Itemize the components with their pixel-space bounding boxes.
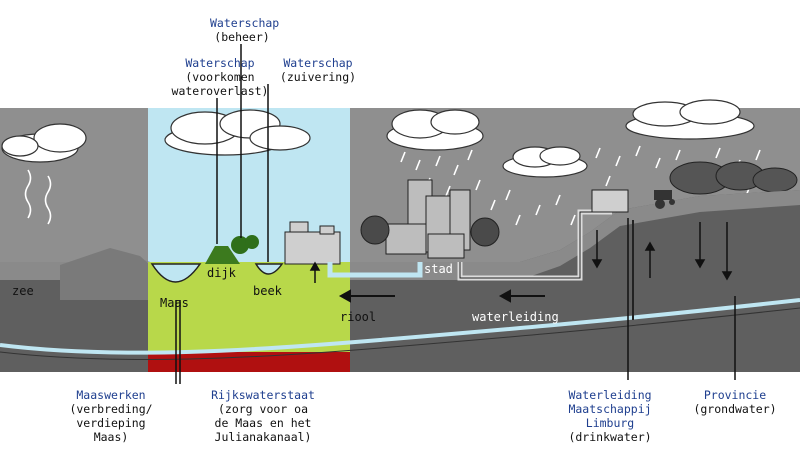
label-waterschap-zuivering: Waterschap (zuivering) [274, 56, 362, 84]
label-stad: stad [424, 262, 453, 276]
horizontal-arrows [338, 289, 545, 303]
label-org: Waterschap [185, 56, 255, 70]
leader-lines [175, 44, 736, 384]
green-bushes [231, 235, 259, 254]
label-org: Waterschap [283, 56, 353, 70]
cloud-right-small [502, 146, 588, 178]
cloud-right [625, 99, 755, 140]
label-provincie: Provincie (grondwater) [688, 388, 782, 416]
label-waterschap-beheer: Waterschap (beheer) [210, 16, 280, 44]
beek-stream [254, 263, 284, 275]
label-desc: (grondwater) [693, 402, 777, 416]
label-zee: zee [12, 284, 34, 298]
pumping-station [591, 189, 629, 213]
evaporation [24, 169, 52, 225]
label-org: Maatschappij [568, 402, 652, 416]
label-desc: (drinkwater) [568, 430, 652, 444]
label-desc: wateroverlast) [171, 84, 269, 98]
green-zone [148, 262, 350, 352]
label-desc: Maas) [93, 430, 129, 444]
groundwater-line-2 [0, 307, 800, 361]
label-desc: (zuivering) [279, 70, 357, 84]
groundwater-line [0, 298, 800, 355]
label-org: Limburg [585, 416, 635, 430]
city-trees [360, 215, 500, 247]
label-desc: (zorg voor oa [217, 402, 308, 416]
maas-river [150, 263, 202, 283]
label-desc: de Maas en het [214, 416, 312, 430]
label-riool: riool [340, 310, 377, 324]
sewer-pipe [327, 262, 423, 278]
cloud-left [1, 123, 87, 163]
treatment-plant [284, 221, 341, 265]
label-desc: verdieping [76, 416, 146, 430]
label-wml: Waterleiding Maatschappij Limburg (drink… [548, 388, 672, 444]
label-org: Provincie [703, 388, 767, 402]
label-beek: beek [253, 284, 282, 298]
label-waterleiding: waterleiding [472, 310, 559, 324]
flow-arrows [309, 220, 733, 320]
dike [205, 246, 240, 264]
label-org: Rijkswaterstaat [211, 388, 315, 402]
label-org: Waterleiding [568, 388, 652, 402]
dune [60, 248, 150, 300]
cloud-mid [386, 109, 484, 151]
label-dijk: dijk [207, 266, 236, 280]
cloud-center [164, 109, 311, 156]
label-org: Waterschap [210, 16, 280, 30]
label-rijkswaterstaat: Rijkswaterstaat (zorg voor oa de Maas en… [198, 388, 328, 444]
label-waterschap-overlast: Waterschap (voorkomen wateroverlast) [168, 56, 272, 98]
trees-right [669, 161, 798, 195]
label-org: Maaswerken [76, 388, 146, 402]
label-desc: (beheer) [214, 30, 270, 44]
label-desc: Julianakanaal) [214, 430, 312, 444]
label-maas: Maas [160, 296, 189, 310]
label-maaswerken: Maaswerken (verbreding/ verdieping Maas) [62, 388, 160, 444]
red-layer [148, 352, 350, 372]
tractor [654, 190, 675, 209]
rain [400, 145, 761, 226]
label-desc: (voorkomen [185, 70, 255, 84]
label-desc: (verbreding/ [69, 402, 153, 416]
water-pipe-outline [459, 211, 612, 279]
city-buildings [385, 179, 471, 259]
